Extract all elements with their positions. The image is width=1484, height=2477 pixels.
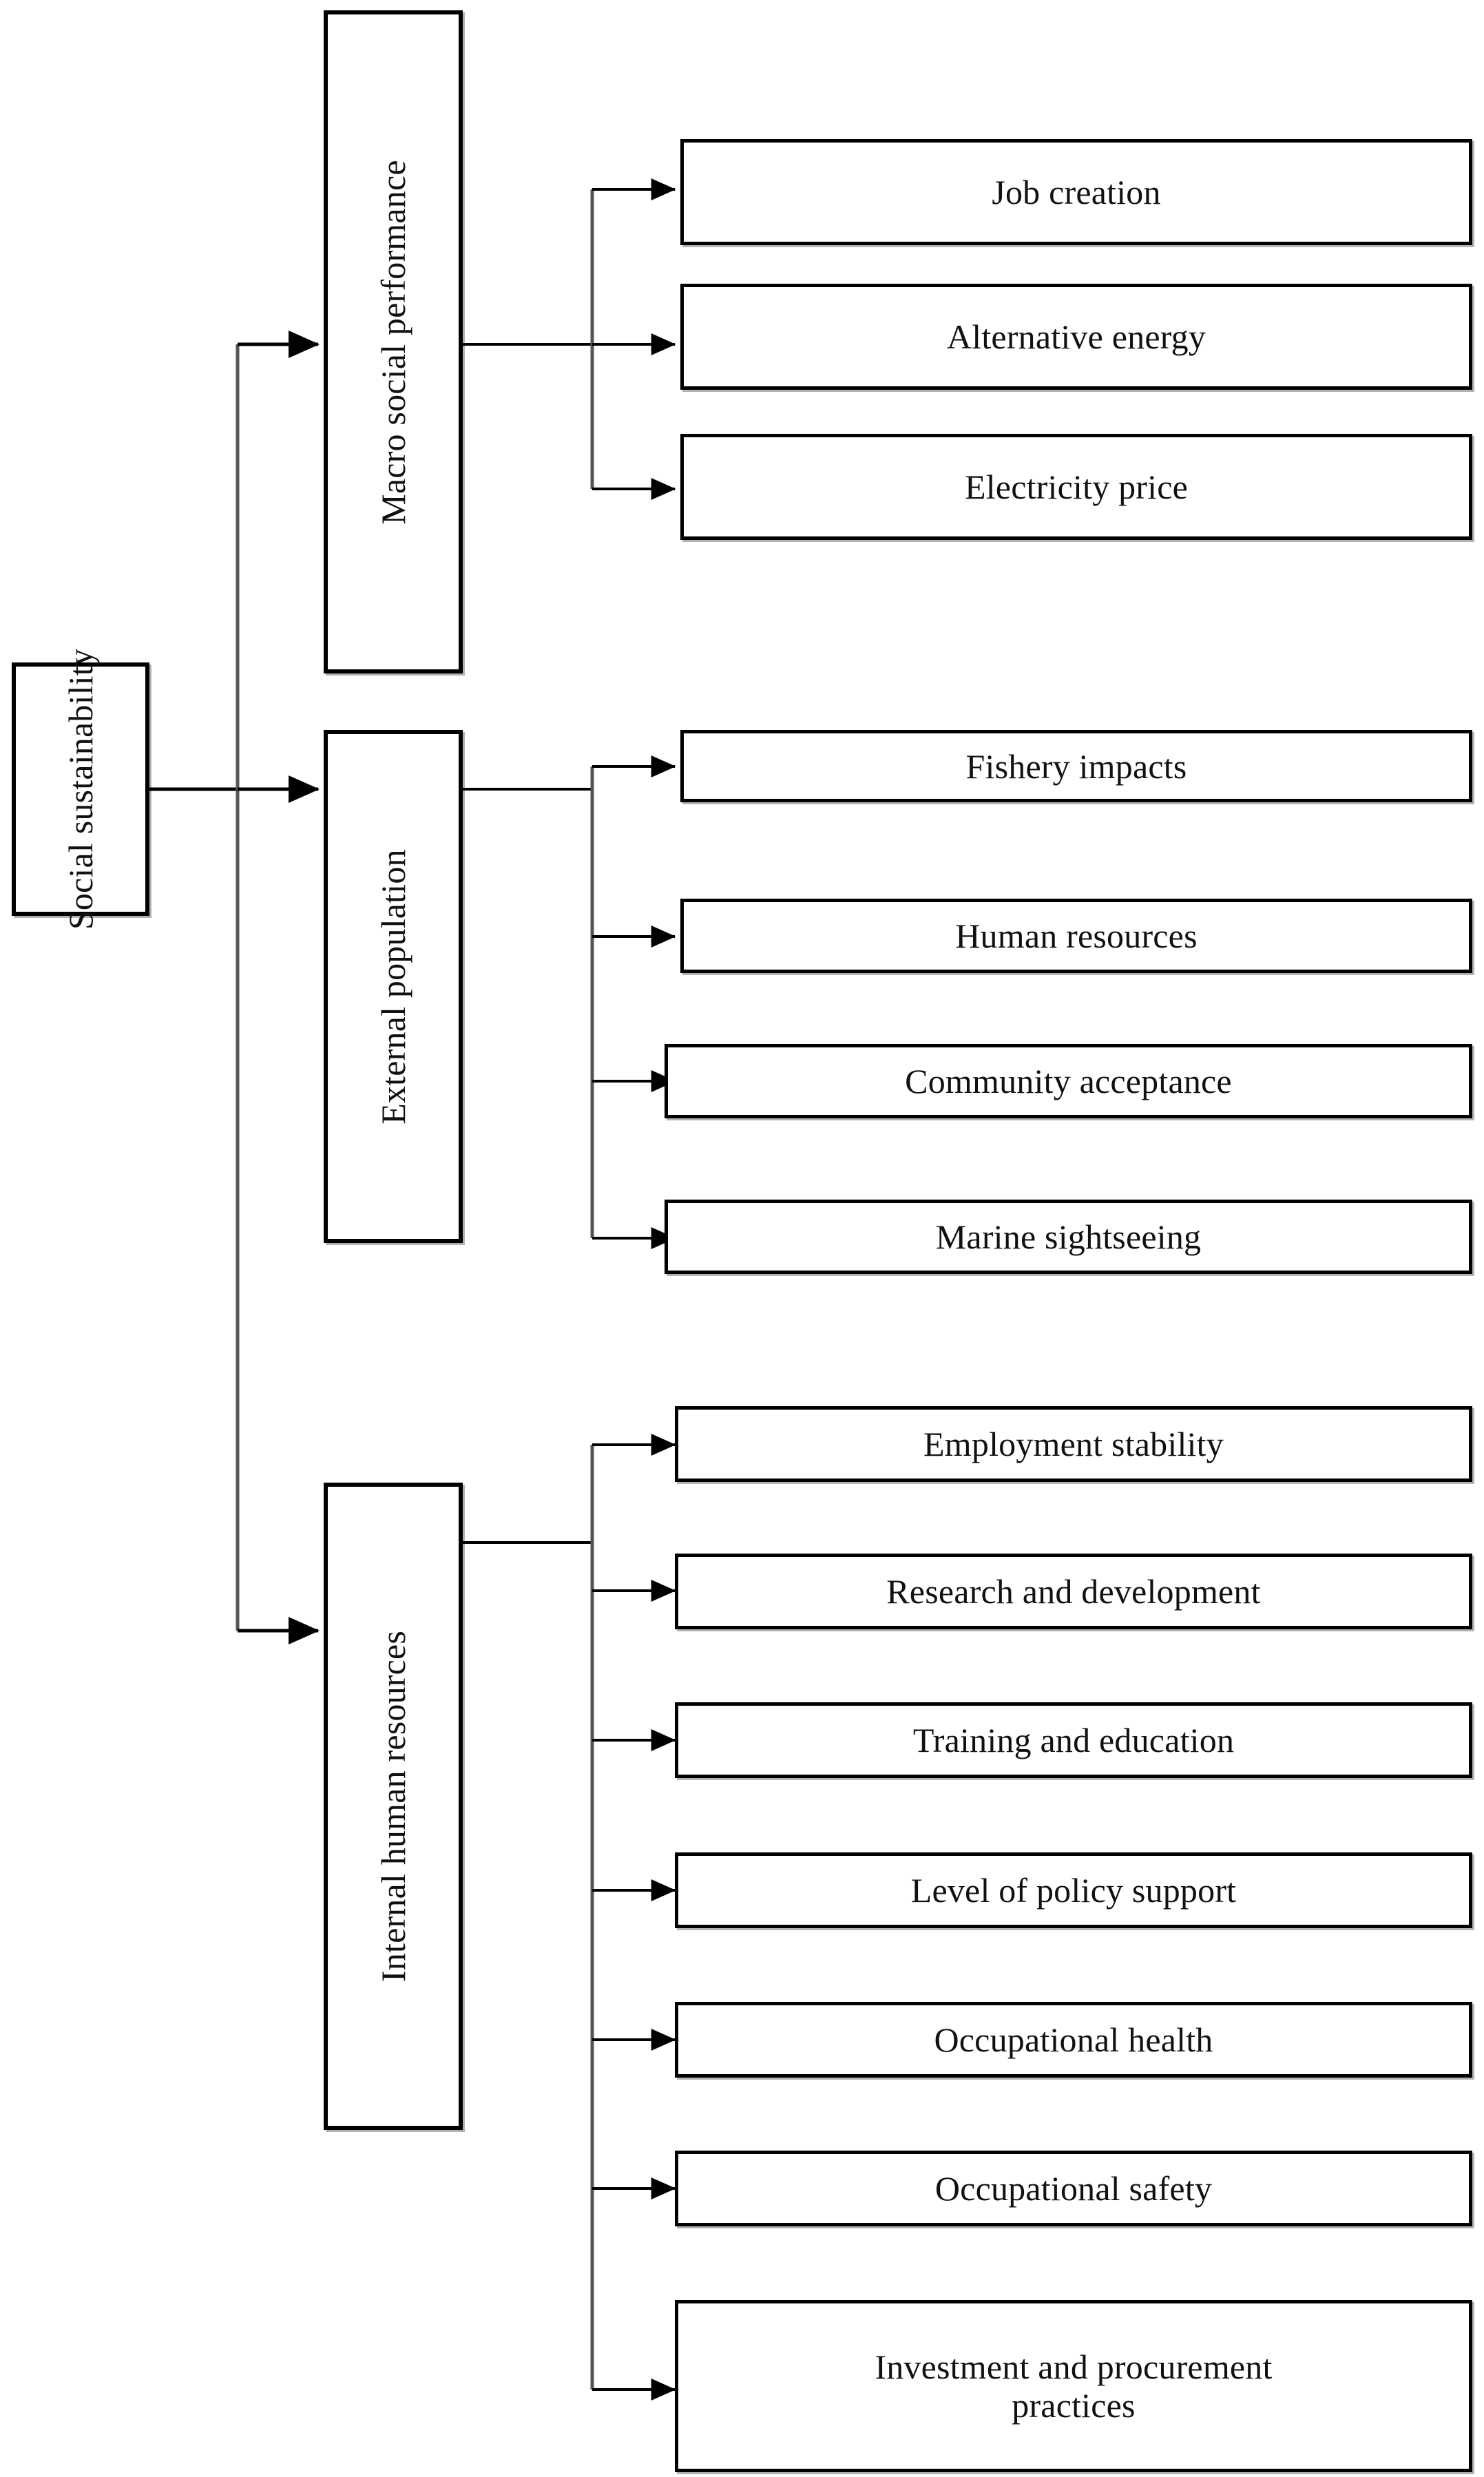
node-community-acceptance[interactable]: Community acceptance [665, 1044, 1472, 1118]
node-occupational-safety[interactable]: Occupational safety [675, 2151, 1472, 2226]
node-label-job-creation: Job creation [992, 173, 1161, 211]
connector-external-children [463, 755, 676, 1249]
node-label-training-and-education: Training and education [912, 1721, 1235, 1759]
node-social-sustainability[interactable]: Social sustainability [12, 649, 149, 930]
node-job-creation[interactable]: Job creation [680, 139, 1472, 245]
node-label-electricity-price: Electricity price [964, 468, 1189, 506]
node-fishery-impacts[interactable]: Fishery impacts [680, 730, 1472, 802]
connector-internal-children [463, 1434, 676, 2401]
node-human-resources[interactable]: Human resources [680, 899, 1472, 973]
node-label-fishery-impacts: Fishery impacts [965, 746, 1187, 786]
node-label-research-and-development: Research and development [886, 1572, 1261, 1611]
node-research-and-development[interactable]: Research and development [675, 1554, 1472, 1629]
node-occupational-health[interactable]: Occupational health [675, 2002, 1472, 2078]
node-employment-stability[interactable]: Employment stability [675, 1406, 1472, 1482]
node-label-level-of-policy-support: Level of policy support [910, 1871, 1237, 1910]
node-label-marine-sightseeing: Marine sightseeing [935, 1217, 1202, 1256]
node-label-employment-stability: Employment stability [923, 1425, 1224, 1463]
node-label-internal-human-resources: Internal human resources [374, 1630, 412, 1983]
node-label-alternative-energy: Alternative energy [946, 317, 1206, 356]
node-electricity-price[interactable]: Electricity price [680, 434, 1472, 540]
node-marine-sightseeing[interactable]: Marine sightseeing [665, 1200, 1472, 1274]
node-investment-and-procurement-practices[interactable]: Investment and procurement practices [675, 2300, 1472, 2472]
node-macro-social-performance[interactable]: Macro social performance [324, 10, 463, 673]
node-label-social-sustainability: Social sustainability [61, 648, 101, 930]
node-label-occupational-health: Occupational health [934, 2020, 1213, 2059]
node-label-occupational-safety: Occupational safety [934, 2169, 1213, 2208]
node-label-external-population: External population [374, 848, 412, 1125]
node-label-macro-social-performance: Macro social performance [374, 159, 413, 525]
node-training-and-education[interactable]: Training and education [675, 1702, 1472, 1778]
node-label-community-acceptance: Community acceptance [905, 1062, 1232, 1100]
node-internal-human-resources[interactable]: Internal human resources [324, 1483, 463, 2130]
node-level-of-policy-support[interactable]: Level of policy support [675, 1852, 1472, 1928]
node-label-investment-and-procurement-practices: Investment and procurement practices [875, 2348, 1273, 2425]
connector-root-stem [149, 344, 240, 1631]
connector-macro-children [463, 178, 676, 500]
node-label-human-resources: Human resources [955, 917, 1198, 955]
node-alternative-energy[interactable]: Alternative energy [680, 284, 1472, 390]
node-external-population[interactable]: External population [324, 730, 463, 1243]
